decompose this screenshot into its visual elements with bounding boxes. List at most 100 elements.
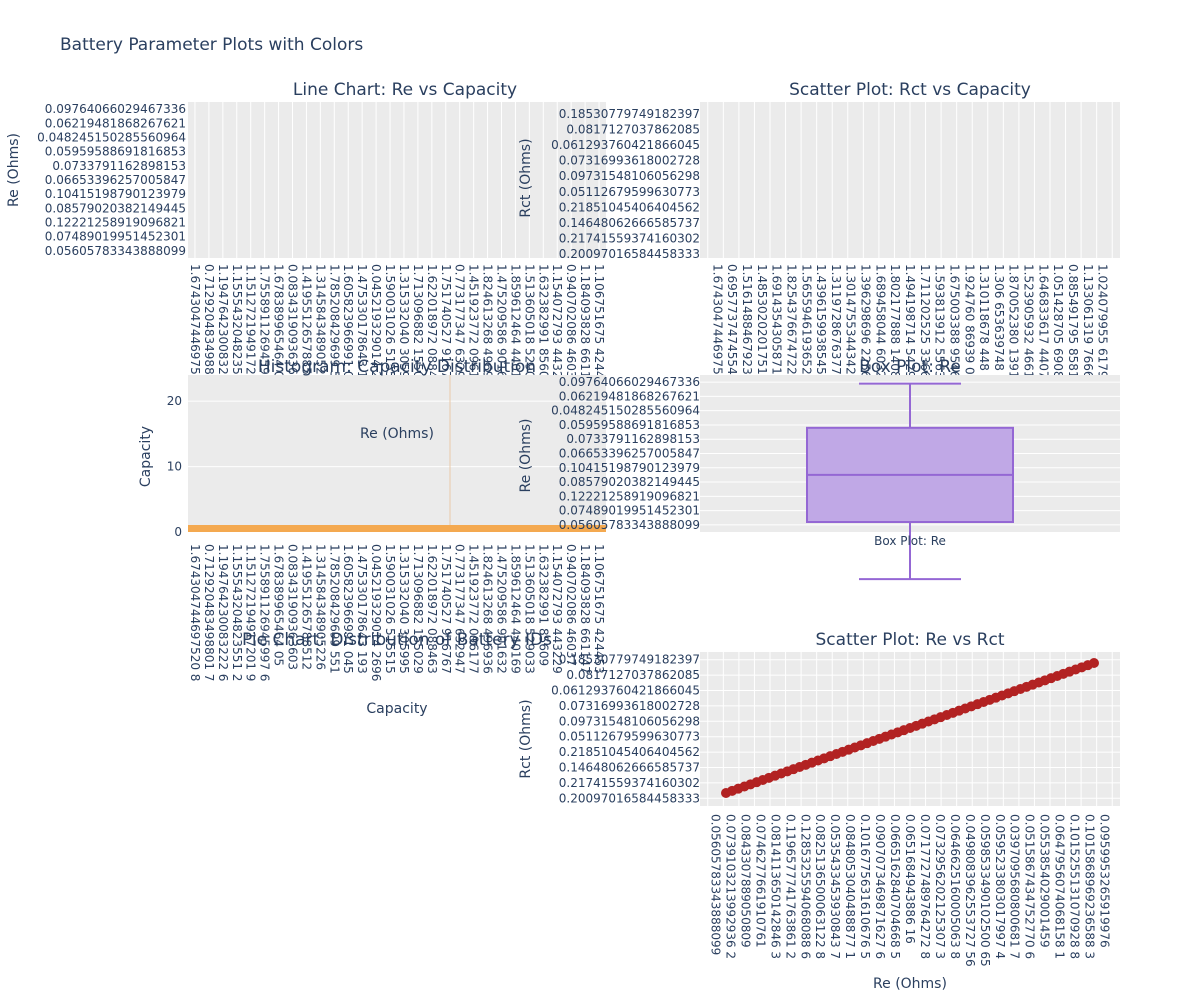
rct-scatter-x-tick: 1.306 653639748 8535 <box>992 264 1006 405</box>
rct-scatter-x-tick: 1.689458044 603207 <box>873 264 887 394</box>
histogram-x-tick: 1.314584348905226 <box>313 544 327 670</box>
histogram-x-tick: 1.859612464 440169 <box>508 544 522 674</box>
box-y-tick: 0.10415198790123979 <box>559 461 700 475</box>
rct-scatter-x-tick: 1.924760 86939 0835 <box>962 264 976 398</box>
rct-scatter-x-tick: 1.396298696 225604 <box>859 264 873 394</box>
histogram-x-tick: 1.451923772 096177 <box>467 544 481 674</box>
line-x-tick: 1.785208429699 551 <box>327 264 341 394</box>
re-rct-title: Scatter Plot: Re vs Rct <box>816 630 1005 650</box>
re-rct-y-tick: 0.061293760421866045 <box>551 684 700 698</box>
re-rct-y-tick: 0.18530779749182397 <box>559 653 700 667</box>
line-y-tick: 0.048245150285560964 <box>37 130 186 144</box>
rct-scatter-y-tick: 0.14648062666585737 <box>559 216 700 230</box>
line-x-tick: 1.194764230083222 6 <box>216 264 230 401</box>
box-y-tick: 0.05959588691816853 <box>559 418 700 432</box>
re-rct-x-tick: 0.0959953265919976 <box>1098 814 1112 948</box>
rct-scatter-y-tick: 0.18530779749182397 <box>559 107 700 121</box>
figure-title: Battery Parameter Plots with Colors <box>60 35 363 55</box>
rct-scatter-y-tick: 0.061293760421866045 <box>551 138 700 152</box>
re-rct-x-tick: 0.0397095680800681 7 <box>1008 814 1022 959</box>
line-x-tick: 1.824613268 496936 <box>481 264 495 394</box>
line-x-tick: 0.773177347 632947 <box>453 264 467 394</box>
re-rct-x-tick: 0.0907073469871627 6 <box>873 814 887 959</box>
box-y-tick: 0.07489019951452301 <box>559 504 700 518</box>
histogram-x-tick: 1.151272194917201 9 <box>244 544 258 681</box>
rct-scatter-y-axis-title: Rct (Ohms) <box>518 138 534 217</box>
re-rct-x-tick: 0.0651684943886 16 <box>903 814 917 944</box>
re-rct-x-tick: 0.1015255131070928 8 <box>1068 814 1082 959</box>
rct-scatter-x-tick: 1.802177888 140869 <box>888 264 902 394</box>
histogram-y-tick: 20 <box>167 394 182 408</box>
histogram-x-tick: 1.154072793 443229 <box>550 544 564 674</box>
re-rct-x-tick: 0.0825136500063122 8 <box>813 814 827 959</box>
line-x-tick: 1.590031026 515515 <box>383 264 397 394</box>
box-y-tick: 0.06653396257005847 <box>559 447 700 461</box>
line-y-tick: 0.0733791162898153 <box>52 159 186 173</box>
re-rct-x-tick: 0.1196577741763861 2 <box>783 814 797 959</box>
rct-scatter-x-tick: 0.695773747455482 <box>725 264 739 390</box>
line-x-tick: 0.712920483498801 7 <box>202 264 216 401</box>
re-rct-x-tick: 0.0598533490102500 65 <box>978 814 992 967</box>
line-y-tick: 0.05605783343888099 <box>45 244 186 258</box>
line-y-tick: 0.12221258919096821 <box>45 216 186 230</box>
line-x-tick: 0.940702086 46037 <box>564 264 578 386</box>
rct-scatter-x-tick: 1.593813912 556372 <box>933 264 947 394</box>
histogram-x-tick: 1.713096882 155029 <box>411 544 425 674</box>
line-x-tick: 1.475330178643 193 <box>355 264 369 394</box>
histogram-x-tick: 1.419551265788512 <box>299 544 313 670</box>
line-x-tick: 0.045219329014 2696 <box>369 264 383 401</box>
rct-scatter-x-tick: 1.825437667472292 7 <box>784 264 798 401</box>
histogram-x-tick: 1.785208429699 551 <box>327 544 341 674</box>
rct-scatter-x-tick: 0.885491795 858196 4 <box>1066 264 1080 405</box>
histogram-x-axis-title: Capacity <box>366 701 427 717</box>
rct-scatter-x-tick: 1.051428705 690825 6 <box>1051 264 1065 405</box>
rct-scatter-x-tick: 1.870052380 139199 <box>1007 264 1021 394</box>
line-x-tick: 1.755891126945997 6 <box>258 264 272 401</box>
rct-scatter-x-tick: 1.311972867637755 3 <box>829 264 843 401</box>
histogram-x-tick: 1.755891126945997 6 <box>258 544 272 681</box>
re-rct-x-tick: 0.1015868969236588 3 <box>1083 814 1097 959</box>
histogram-x-tick: 1.475330178643 193 <box>355 544 369 674</box>
rct-scatter-y-tick: 0.21741559374160302 <box>559 232 700 246</box>
re-rct-x-tick: 0.0535433453930843 7 <box>828 814 842 959</box>
rct-scatter-y-tick: 0.09731548106056298 <box>559 169 700 183</box>
line-x-tick: 1.605823966991 045 <box>341 264 355 394</box>
histogram-x-tick: 1.674304744697520 8 <box>188 544 202 681</box>
histogram-x-tick: 1.194764230083222 6 <box>216 544 230 681</box>
rct-scatter-x-tick: 1.133061319 766684 6 <box>1081 264 1095 405</box>
line-y-tick: 0.07489019951452301 <box>45 230 186 244</box>
line-x-tick: 1.751740527 916767 <box>439 264 453 394</box>
line-x-tick: 1.154072793 443229 <box>550 264 564 394</box>
line-x-tick: 1.513605018 529033 <box>522 264 536 394</box>
box-y-axis-title: Re (Ohms) <box>518 419 534 493</box>
line-x-tick: 1.184093828 661147 <box>578 264 592 394</box>
box-y-tick: 0.05605783343888099 <box>559 518 700 532</box>
re-rct-y-tick: 0.09731548106056298 <box>559 714 700 728</box>
re-rct-x-tick: 0.0739103213992936 2 <box>723 814 737 959</box>
re-rct-y-tick: 0.07316993618002728 <box>559 699 700 713</box>
re-rct-x-tick: 0.0732956202125307 3 <box>933 814 947 959</box>
histogram-x-tick: 1.751740527 916767 <box>439 544 453 674</box>
histogram-x-tick: 0.045219329014 2696 <box>369 544 383 681</box>
rct-scatter-y-tick: 0.0817127037862085 <box>566 122 700 136</box>
re-rct-y-tick: 0.21851045406404562 <box>559 745 700 759</box>
box-y-tick: 0.048245150285560964 <box>551 404 700 418</box>
re-rct-x-tick: 0.0848053040488877 1 <box>843 814 857 959</box>
line-plot-area <box>188 102 606 258</box>
re-rct-point <box>1089 658 1099 668</box>
pie-title: Pie Chart: Distribution of Battery IDs <box>242 630 552 650</box>
re-rct-y-axis-title: Rct (Ohms) <box>518 699 534 778</box>
re-rct-x-axis-title: Re (Ohms) <box>873 976 947 992</box>
histogram-x-tick: 1.824613268 496936 <box>481 544 495 674</box>
rct-scatter-x-tick: 1.674304744697520 8 <box>710 264 724 401</box>
line-x-tick: 1.419551265788512 <box>299 264 313 390</box>
line-y-tick: 0.06653396257005847 <box>45 173 186 187</box>
line-x-tick: 1.106751675 424453 <box>592 264 606 394</box>
rct-scatter-y-tick: 0.21851045406404562 <box>559 200 700 214</box>
rct-scatter-x-tick: 1.439615993854515 4 <box>814 264 828 401</box>
line-x-tick: 1.713096882 155029 <box>411 264 425 394</box>
re-rct-x-tick: 0.0814113650142846 3 <box>768 814 782 959</box>
line-y-tick: 0.05959588691816853 <box>45 145 186 159</box>
re-rct-x-tick: 0.0515867434752770 6 <box>1023 814 1037 959</box>
histogram-x-tick: 1.475209586 901632 <box>495 544 509 674</box>
